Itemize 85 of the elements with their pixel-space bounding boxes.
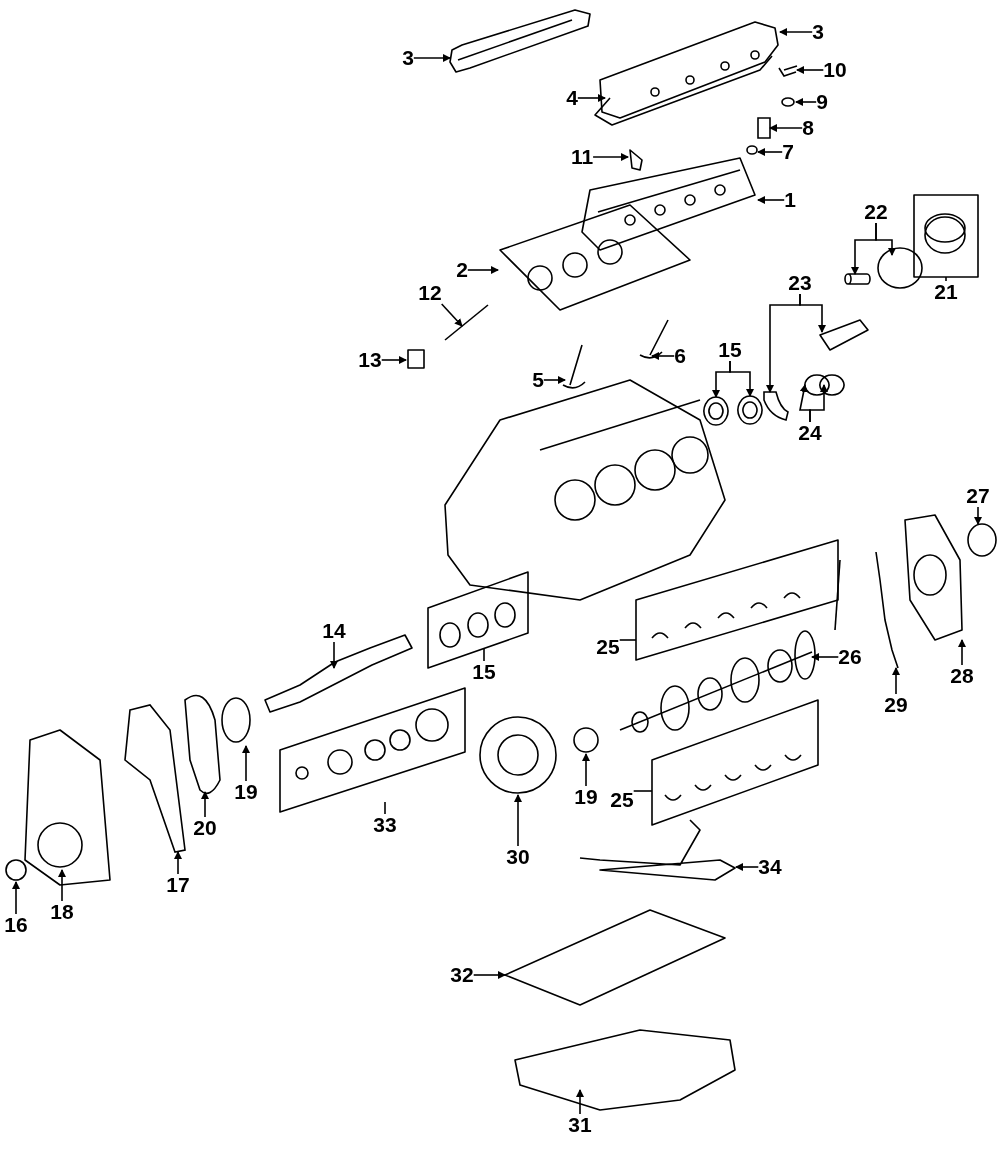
bearing-shell-drawing	[804, 374, 845, 396]
leader-line	[380, 356, 407, 364]
leader-line	[769, 124, 803, 132]
callout-number: 3	[402, 47, 414, 69]
callout-number: 29	[884, 694, 908, 716]
callout-number: 3	[812, 21, 824, 43]
valve-lifter-drawing	[757, 117, 771, 139]
callout-number: 8	[802, 117, 814, 139]
leader-line	[809, 384, 828, 423]
callout-number: 9	[816, 91, 828, 113]
callout-number: 32	[450, 964, 474, 986]
leader-line	[472, 971, 506, 979]
piston-pin-drawing	[844, 273, 871, 285]
gasket-drawing	[124, 704, 186, 853]
callout-number: 1	[784, 189, 796, 211]
callout-number: 10	[823, 59, 847, 81]
callout-number: 33	[373, 814, 397, 836]
callout-number: 24	[798, 422, 822, 444]
callout-number: 11	[570, 146, 594, 168]
leader-line	[384, 801, 386, 815]
leader-line	[757, 196, 785, 204]
leader-line	[795, 98, 817, 106]
leader-line	[892, 667, 900, 695]
callout-number: 28	[950, 665, 974, 687]
leader-line	[201, 791, 209, 818]
callout-number: 19	[234, 781, 258, 803]
bearing-cap-drawing	[763, 391, 789, 421]
leader-line	[735, 863, 760, 871]
leader-line	[875, 222, 896, 256]
callout-number: 31	[568, 1114, 592, 1136]
callout-number: 26	[838, 646, 862, 668]
callout-number: 21	[934, 281, 958, 303]
leader-line	[413, 54, 451, 62]
callout-number: 30	[506, 846, 530, 868]
timing-chain-drawing	[184, 694, 221, 795]
leader-line	[12, 881, 20, 915]
callout-number: 7	[782, 141, 794, 163]
callout-number: 13	[358, 349, 382, 371]
leader-line	[582, 753, 590, 787]
callout-number: 27	[966, 485, 990, 507]
leader-line	[514, 794, 522, 847]
callout-number: 25	[596, 636, 620, 658]
leader-line	[577, 94, 606, 102]
leader-line	[440, 303, 463, 327]
callout-number: 6	[674, 345, 686, 367]
leader-line	[945, 276, 947, 282]
callout-number: 5	[532, 369, 544, 391]
leader-line	[779, 28, 813, 36]
bearing-ring-drawing	[737, 395, 763, 425]
callout-number: 2	[456, 259, 468, 281]
bearing-ring-drawing	[703, 396, 729, 426]
callout-number: 15	[472, 661, 496, 683]
leader-line	[618, 639, 637, 641]
callout-number: 20	[193, 817, 217, 839]
callout-number: 15	[718, 339, 742, 361]
leader-line	[483, 647, 485, 662]
leader-line	[174, 851, 182, 875]
leader-line	[592, 153, 629, 161]
leader-line	[757, 148, 783, 156]
leader-line	[799, 293, 826, 333]
callout-number: 18	[50, 901, 74, 923]
leader-line	[796, 66, 825, 74]
callout-number: 17	[166, 874, 190, 896]
leader-line	[651, 352, 675, 360]
leader-line	[543, 376, 566, 384]
leader-line	[811, 653, 840, 661]
callout-number: 23	[788, 272, 812, 294]
gasket-drawing	[875, 551, 899, 669]
leader-line	[242, 745, 250, 782]
callout-number: 16	[4, 914, 28, 936]
leader-line	[729, 360, 754, 397]
leader-line	[632, 790, 653, 792]
callout-number: 25	[610, 789, 634, 811]
callout-number: 22	[864, 201, 888, 223]
leader-line	[974, 506, 982, 525]
leader-line	[576, 1089, 584, 1115]
callout-number: 34	[758, 856, 782, 878]
leader-line	[330, 641, 338, 669]
callout-number: 12	[418, 282, 442, 304]
callout-number: 19	[574, 786, 598, 808]
callout-number: 4	[566, 87, 578, 109]
callout-number: 14	[322, 620, 346, 642]
bolt-drawing	[778, 65, 798, 77]
leader-line	[467, 266, 499, 274]
leader-line	[958, 639, 966, 666]
